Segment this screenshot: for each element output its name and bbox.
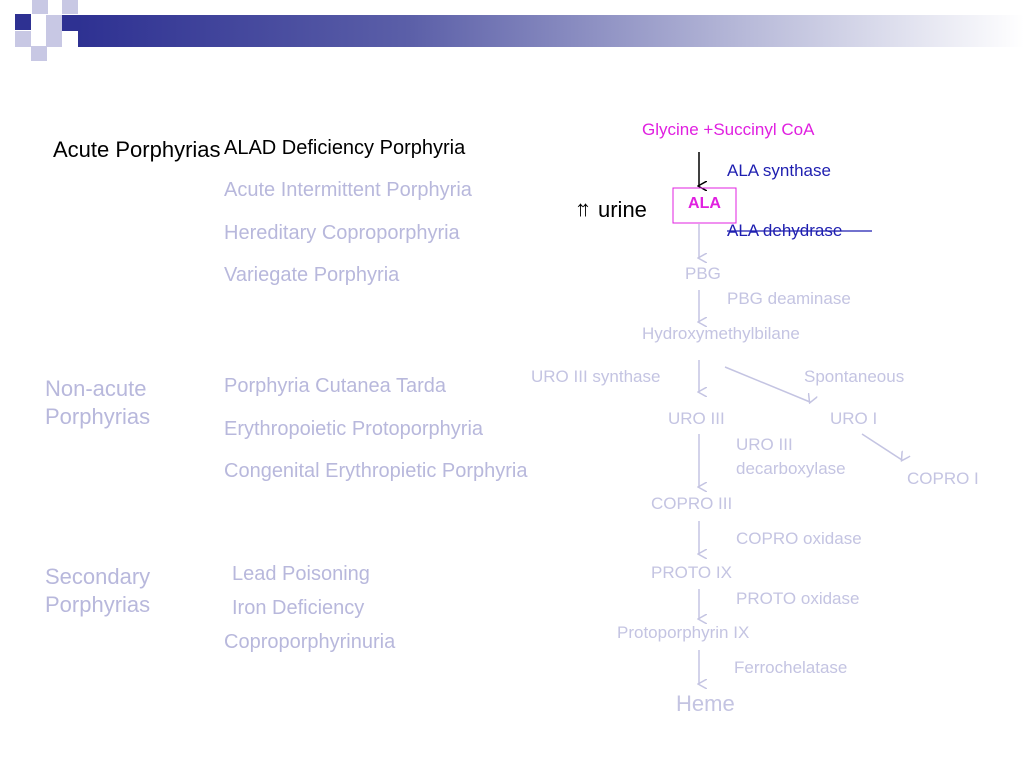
disease-cep: Congenital Erythropietic Porphyria	[224, 460, 528, 482]
category-non-acute: Non-acute Porphyrias	[45, 376, 151, 429]
header-square-light-2	[62, 0, 78, 14]
enzyme-ala-dehydrase: ALA dehydrase	[727, 221, 843, 240]
metabolite-proto9: PROTO IX	[651, 563, 732, 582]
label-spontaneous: Spontaneous	[804, 367, 905, 386]
disease-coproporphyrinuria: Coproporphyrinuria	[224, 631, 396, 653]
metabolite-ala: ALA	[688, 195, 721, 212]
metabolite-copro3: COPRO III	[651, 494, 733, 513]
disease-lead-poisoning: Lead Poisoning	[232, 563, 370, 585]
metabolite-copro1: COPRO I	[907, 469, 979, 488]
enzyme-copro-oxidase: COPRO oxidase	[736, 529, 862, 548]
enzyme-ala-synthase: ALA synthase	[727, 161, 831, 180]
enzyme-ferrochelatase: Ferrochelatase	[734, 658, 848, 677]
arrow-uro1-to-copro1	[861, 433, 902, 460]
disease-epp: Erythropoietic Protoporphyria	[224, 418, 484, 440]
enzyme-uro3-decarboxylase-line1: URO III	[736, 435, 793, 454]
disease-hcp: Hereditary Coproporphyria	[224, 222, 460, 244]
header-square-light-3	[46, 15, 62, 31]
disease-alad-deficiency: ALAD Deficiency Porphyria	[224, 137, 466, 159]
header-square-light-6	[31, 46, 47, 61]
disease-pct: Porphyria Cutanea Tarda	[224, 375, 446, 397]
enzyme-pbg-deaminase: PBG deaminase	[727, 289, 851, 308]
disease-vp: Variegate Porphyria	[224, 264, 400, 286]
metabolite-hydroxymethylbilane: Hydroxymethylbilane	[642, 324, 800, 343]
header-square-light-1	[32, 0, 48, 14]
category-secondary: Secondary Porphyrias	[45, 564, 151, 617]
metabolite-glycine-succinyl-coa: Glycine +Succinyl CoA	[642, 120, 815, 139]
metabolite-uro3: URO III	[668, 409, 725, 428]
category-acute: Acute Porphyrias	[53, 137, 221, 162]
header-square-light-4	[15, 31, 31, 47]
header-square-dark-2	[62, 15, 78, 31]
enzyme-uro3-synthase: URO III synthase	[531, 367, 661, 386]
metabolite-uro1: URO I	[830, 409, 878, 428]
header-square-dark-1	[15, 14, 31, 30]
header-gradient-bar	[78, 15, 1024, 47]
metabolite-protoporphyrin9: Protoporphyrin IX	[617, 623, 750, 642]
header-square-light-5	[46, 31, 62, 47]
arrow-hmb-to-uro1	[724, 366, 810, 402]
disease-iron-deficiency: Iron Deficiency	[232, 597, 365, 619]
metabolite-pbg: PBG	[685, 264, 721, 283]
urine-up-arrows: ↑↑	[575, 196, 591, 221]
urine-label: urine	[598, 197, 647, 222]
enzyme-uro3-decarboxylase-line2: decarboxylase	[736, 459, 846, 478]
ala-box	[672, 187, 737, 224]
disease-aip: Acute Intermittent Porphyria	[224, 179, 472, 201]
enzyme-proto-oxidase: PROTO oxidase	[736, 589, 860, 608]
metabolite-heme: Heme	[676, 691, 735, 716]
